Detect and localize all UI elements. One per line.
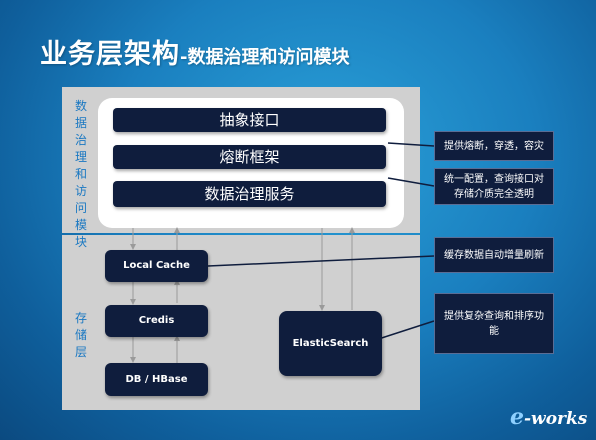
module-abstract-interface: 抽象接口 <box>113 108 386 132</box>
eworks-logo: e-works <box>510 404 588 430</box>
callout-unified-config: 统一配置，查询接口对存储介质完全透明 <box>434 168 554 205</box>
callout-es-query: 提供复杂查询和排序功能 <box>434 293 554 354</box>
title-main: 业务层架构 <box>40 39 180 70</box>
storage-elasticsearch: ElasticSearch <box>279 311 382 376</box>
module-data-governance: 数据治理服务 <box>113 181 386 207</box>
pointer-line-2 <box>387 177 435 187</box>
title-sub: -数据治理和访问模块 <box>180 47 350 68</box>
storage-credis: Credis <box>105 305 208 337</box>
callout-circuit-breaker: 提供熔断，穿透，容灾 <box>434 131 554 161</box>
storage-local-cache: Local Cache <box>105 250 208 282</box>
governance-layer-label: 数据治理和访问模块 <box>74 99 87 249</box>
page-title: 业务层架构-数据治理和访问模块 <box>40 32 349 71</box>
module-circuit-breaker: 熔断框架 <box>113 145 386 169</box>
pointer-line-1 <box>387 142 435 147</box>
storage-db-hbase: DB / HBase <box>105 363 208 396</box>
pointer-line-3 <box>207 255 435 267</box>
storage-layer-label: 存储层 <box>74 311 87 359</box>
callout-cache-refresh: 缓存数据自动增量刷新 <box>434 237 554 273</box>
